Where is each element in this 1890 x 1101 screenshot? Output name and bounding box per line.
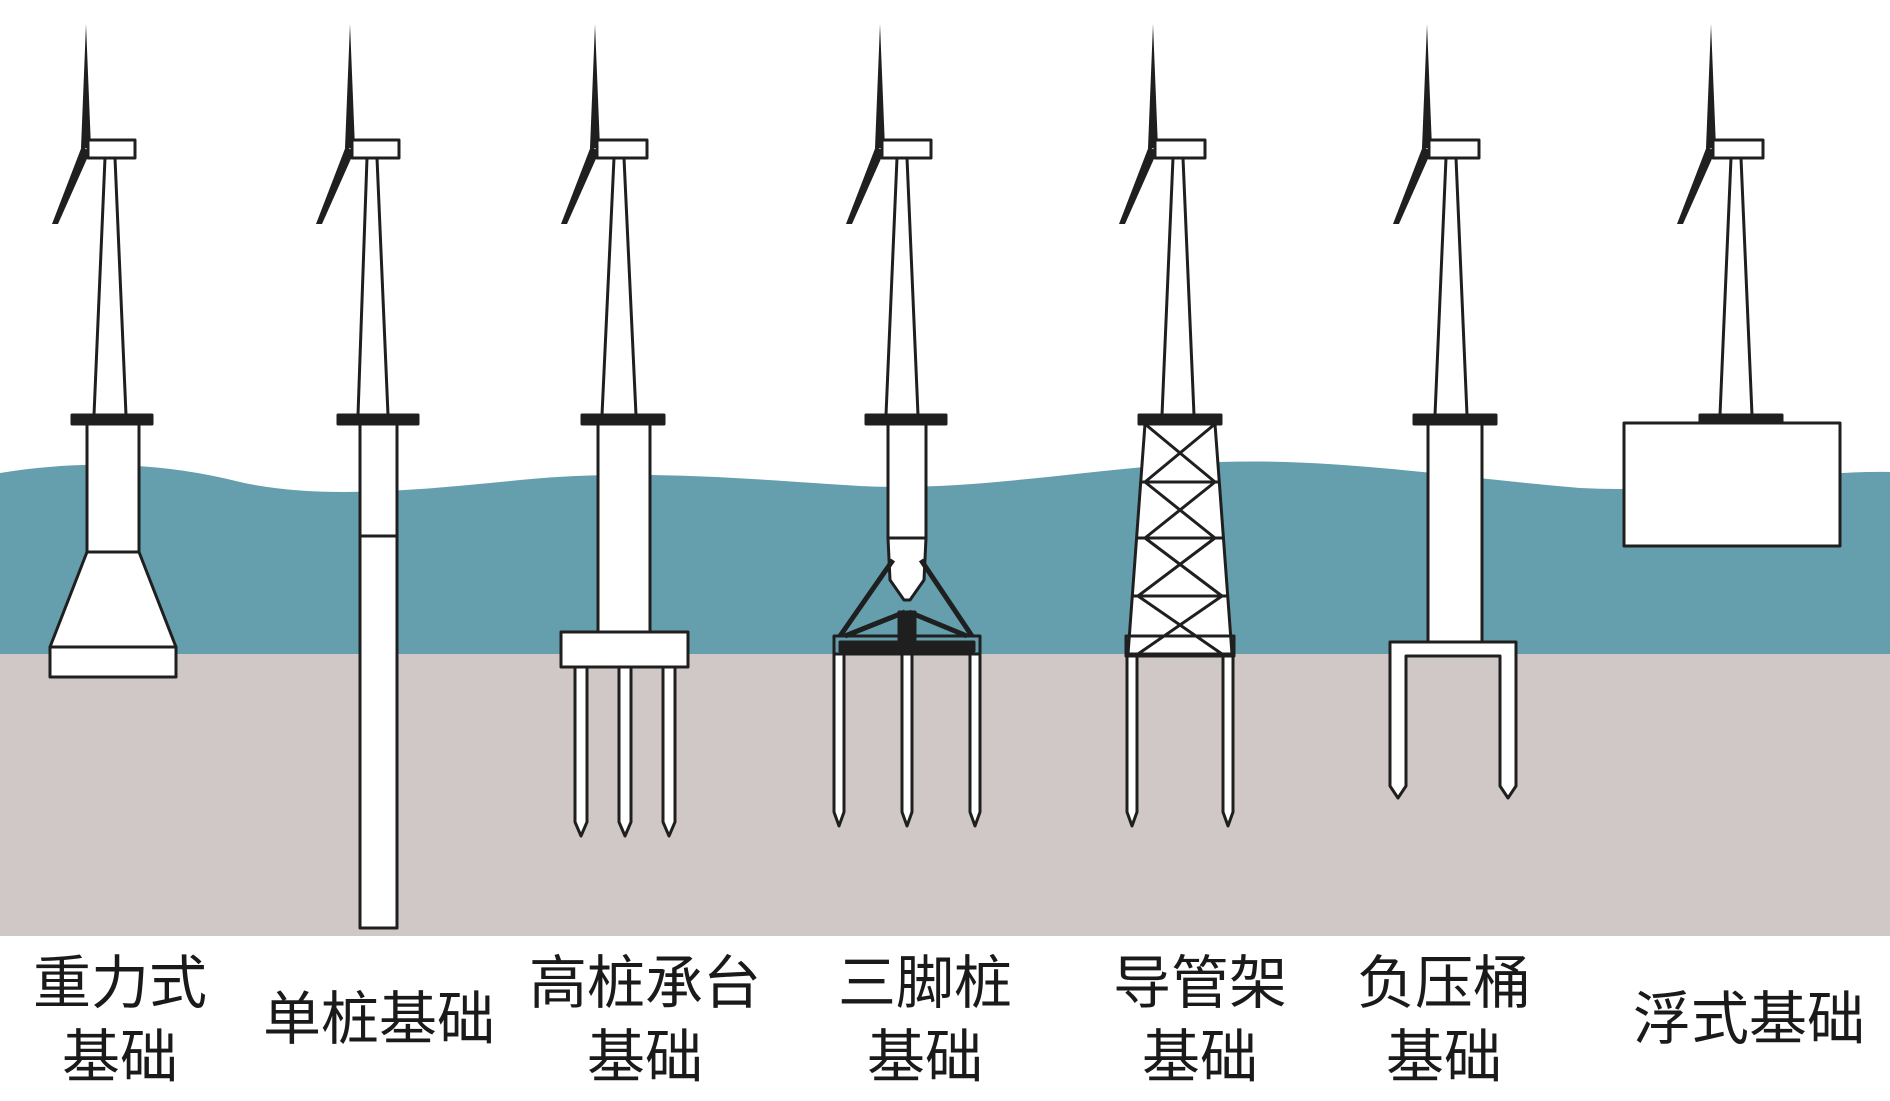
pile: [832, 652, 846, 828]
label-floating-foundation: 浮式基础: [1632, 985, 1865, 1053]
floating-foundation: [1622, 24, 1842, 548]
pile: [617, 665, 633, 838]
high-pile-cap-foundation: [559, 24, 690, 838]
support-column: [1426, 422, 1484, 644]
jacket-lattice: [1133, 422, 1227, 656]
suction-bucket: [1388, 640, 1518, 800]
central-column: [886, 422, 928, 540]
label-monopile-foundation: 单桩基础: [262, 985, 495, 1053]
label-suction-bucket-foundation: 负压桶 基础: [1356, 949, 1531, 1091]
suction-bucket-foundation: [1388, 24, 1518, 800]
tripod-braces: [837, 558, 975, 639]
pile: [1221, 654, 1235, 828]
monopile-shaft: [358, 534, 399, 930]
turbine-rotor: [1677, 24, 1765, 224]
pile: [968, 652, 982, 828]
floating-platform: [1622, 421, 1842, 548]
gravity-base-slab: [48, 645, 178, 679]
turbine-rotor: [1119, 24, 1207, 224]
turbine-rotor: [52, 24, 137, 224]
jacket-base-frame: [1124, 634, 1236, 658]
monopile-foundation: [316, 24, 420, 930]
sea: [0, 461, 1890, 654]
transition-column: [85, 422, 141, 554]
label-tripod-foundation: 三脚桩 基础: [837, 949, 1012, 1091]
central-taper: [886, 536, 928, 602]
pile: [573, 665, 589, 838]
turbine-rotor: [561, 24, 649, 224]
gravity-foundation: [48, 24, 178, 679]
monopile-upper: [358, 422, 399, 538]
turbine-rotor: [316, 24, 401, 224]
label-high-pile-cap-foundation: 高桩承台 基础: [528, 949, 761, 1091]
support-column: [596, 422, 652, 634]
pile: [900, 652, 914, 828]
seabed: [0, 654, 1890, 936]
label-jacket-foundation: 导管架 基础: [1112, 949, 1287, 1091]
pile: [661, 665, 677, 838]
label-gravity-foundation: 重力式 基础: [32, 949, 207, 1091]
pile-cap: [559, 630, 690, 669]
jacket-foundation: [1119, 24, 1236, 828]
tripod-foundation: [832, 24, 982, 828]
pile: [1125, 654, 1139, 828]
